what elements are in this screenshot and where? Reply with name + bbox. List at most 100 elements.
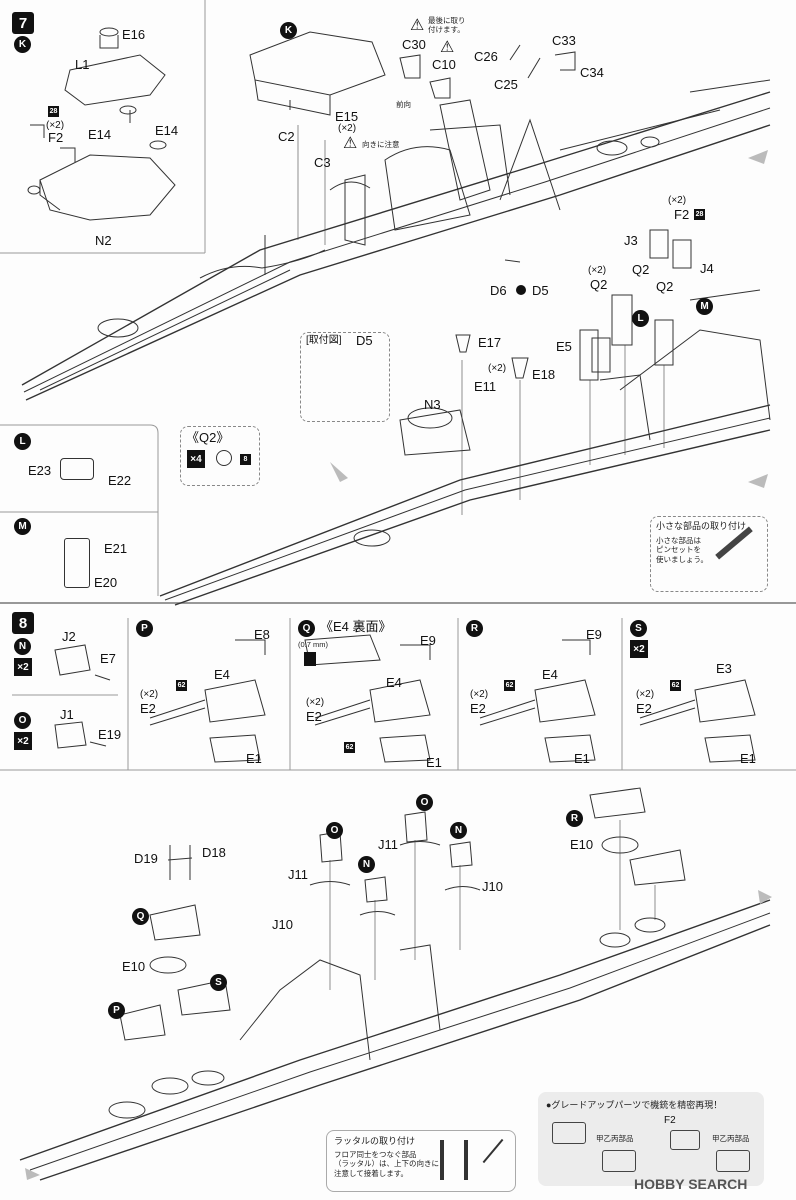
part-label-j3: J3 (624, 233, 638, 248)
part-label-j10-right: J10 (482, 879, 503, 894)
part-label-e16: E16 (122, 27, 146, 42)
watermark: HOBBY SEARCH (634, 1176, 748, 1192)
part-label-e20: E20 (94, 575, 118, 590)
part-label-e5: E5 (556, 339, 572, 354)
s-count-badge: ×2 (630, 640, 648, 658)
part-label-j2: J2 (62, 629, 76, 644)
part-label-e4-r: E4 (542, 667, 558, 682)
part-label-e8: E8 (254, 627, 270, 642)
part-qty-e2-r: (×2) (470, 689, 489, 700)
part-label-j10-left: J10 (272, 917, 293, 932)
part-label-f2: F2 (48, 130, 64, 145)
upgrade-parts-box (538, 1092, 764, 1186)
part-label-c3: C3 (314, 155, 331, 170)
part-label-e2-q: E2 (306, 709, 322, 724)
part-label-d5: D5 (532, 283, 549, 298)
part-label-e2-r: E2 (470, 701, 486, 716)
part-label-c34: C34 (580, 65, 604, 80)
upgrade-part-icon-b (602, 1150, 636, 1172)
subassembly-s-badge: S (630, 620, 647, 637)
subassembly-q-badge-main: Q (132, 908, 149, 925)
part-qty-e15: (×2) (338, 123, 357, 134)
part-label-f2b: F2 (674, 207, 690, 222)
part-label-j1: J1 (60, 707, 74, 722)
n-count-badge: ×2 (14, 658, 32, 676)
part-label-e22: E22 (108, 473, 132, 488)
forward-label: 前向 (396, 100, 411, 109)
q2-callout-box (180, 426, 260, 486)
part-label-q2a: Q2 (590, 277, 608, 292)
part-qty-f2b: (×2) (668, 195, 687, 206)
part-label-q2b: Q2 (632, 262, 650, 277)
subassembly-l-badge: L (14, 433, 31, 450)
part-qty-e11: (×2) (488, 363, 507, 374)
ladder-tip-body: フロア同士をつなぐ部品 （ラッタル）は、上下の向きに 注意して接着します。 (334, 1150, 439, 1178)
part-label-e1-r: E1 (574, 751, 590, 766)
subassembly-o-badge-main-b: O (416, 794, 433, 811)
upgrade-part-icon-c (670, 1130, 700, 1150)
direction-note: 向きに注意 (362, 140, 400, 149)
warning-icon-last: ⚠ (410, 17, 425, 34)
mounting-figure-label: [取付図] (306, 335, 342, 346)
part-label-e23: E23 (28, 463, 52, 478)
part-label-e17: E17 (478, 335, 502, 350)
q2-sheet-number: 8 (240, 454, 251, 465)
part-label-e2-p: E2 (140, 701, 156, 716)
part-label-e9-r: E9 (586, 627, 602, 642)
part-label-e1-q: E1 (426, 755, 442, 770)
part-label-e7: E7 (100, 651, 116, 666)
part-label-j11-right: J11 (378, 837, 398, 852)
subassembly-p-badge-main: P (108, 1002, 125, 1019)
q2-part-icon (216, 450, 232, 466)
step-number-7: 7 (12, 12, 34, 34)
part-label-e18: E18 (532, 367, 556, 382)
warning-last-note: 最後に取り 付けます。 (428, 16, 466, 35)
drill-icon (304, 652, 316, 666)
part-label-c26: C26 (474, 49, 498, 64)
part-label-q2c: Q2 (656, 279, 674, 294)
part-label-e9-q: E9 (420, 633, 436, 648)
subassembly-o-badge: O (14, 712, 31, 729)
part-label-e10-left: E10 (122, 959, 146, 974)
part-label-e4-q: E4 (386, 675, 402, 690)
sheet-number-62-s: 62 (670, 680, 681, 691)
part-label-e11: E11 (474, 379, 497, 394)
subassembly-m-badge: M (14, 518, 31, 535)
m-part-icon (64, 538, 90, 588)
subassembly-r-badge: R (466, 620, 483, 637)
part-label-e1-p: E1 (246, 751, 262, 766)
part-label-n2: N2 (95, 233, 112, 248)
part-label-e14-left: E14 (88, 127, 112, 142)
ladder-tip-title: ラッタルの取り付け (334, 1136, 416, 1146)
sheet-number-62-p: 62 (176, 680, 187, 691)
part-label-e3-s: E3 (716, 661, 732, 676)
subassembly-q-badge: Q (298, 620, 315, 637)
q-back-title: 《E4 裏面》 (320, 619, 392, 634)
sheet-number-62-q: 62 (344, 742, 355, 753)
upgrade-part-icon-a (552, 1122, 586, 1144)
part-label-c10: C10 (432, 57, 456, 72)
subassembly-p-badge: P (136, 620, 153, 637)
part-qty-e2-s: (×2) (636, 689, 655, 700)
part-label-e2-s: E2 (636, 701, 652, 716)
part-label-j4: J4 (700, 261, 714, 276)
part-label-e14-right: E14 (155, 123, 179, 138)
subassembly-k-badge: K (14, 36, 31, 53)
q2-callout-title: 《Q2》 (186, 430, 230, 445)
q2-count-badge: ×4 (187, 450, 205, 468)
part-label-c2: C2 (278, 129, 295, 144)
part-label-c30: C30 (402, 37, 426, 52)
part-label-e19: E19 (98, 727, 122, 742)
o-count-badge: ×2 (14, 732, 32, 750)
upgrade-left-label: 甲乙丙部品 (596, 1134, 634, 1143)
small-parts-tip-box (650, 516, 768, 592)
subassembly-o-badge-main-a: O (326, 822, 343, 839)
ladder-tip-box (326, 1130, 516, 1192)
part-qty-e2-q: (×2) (306, 697, 325, 708)
part-label-e10-right: E10 (570, 837, 594, 852)
small-parts-body: 小さな部品は ピンセットを 使いましょう。 (656, 536, 709, 564)
part-label-e1-s: E1 (740, 751, 756, 766)
part-label-c33: C33 (552, 33, 576, 48)
subassembly-n-badge: N (14, 638, 31, 655)
